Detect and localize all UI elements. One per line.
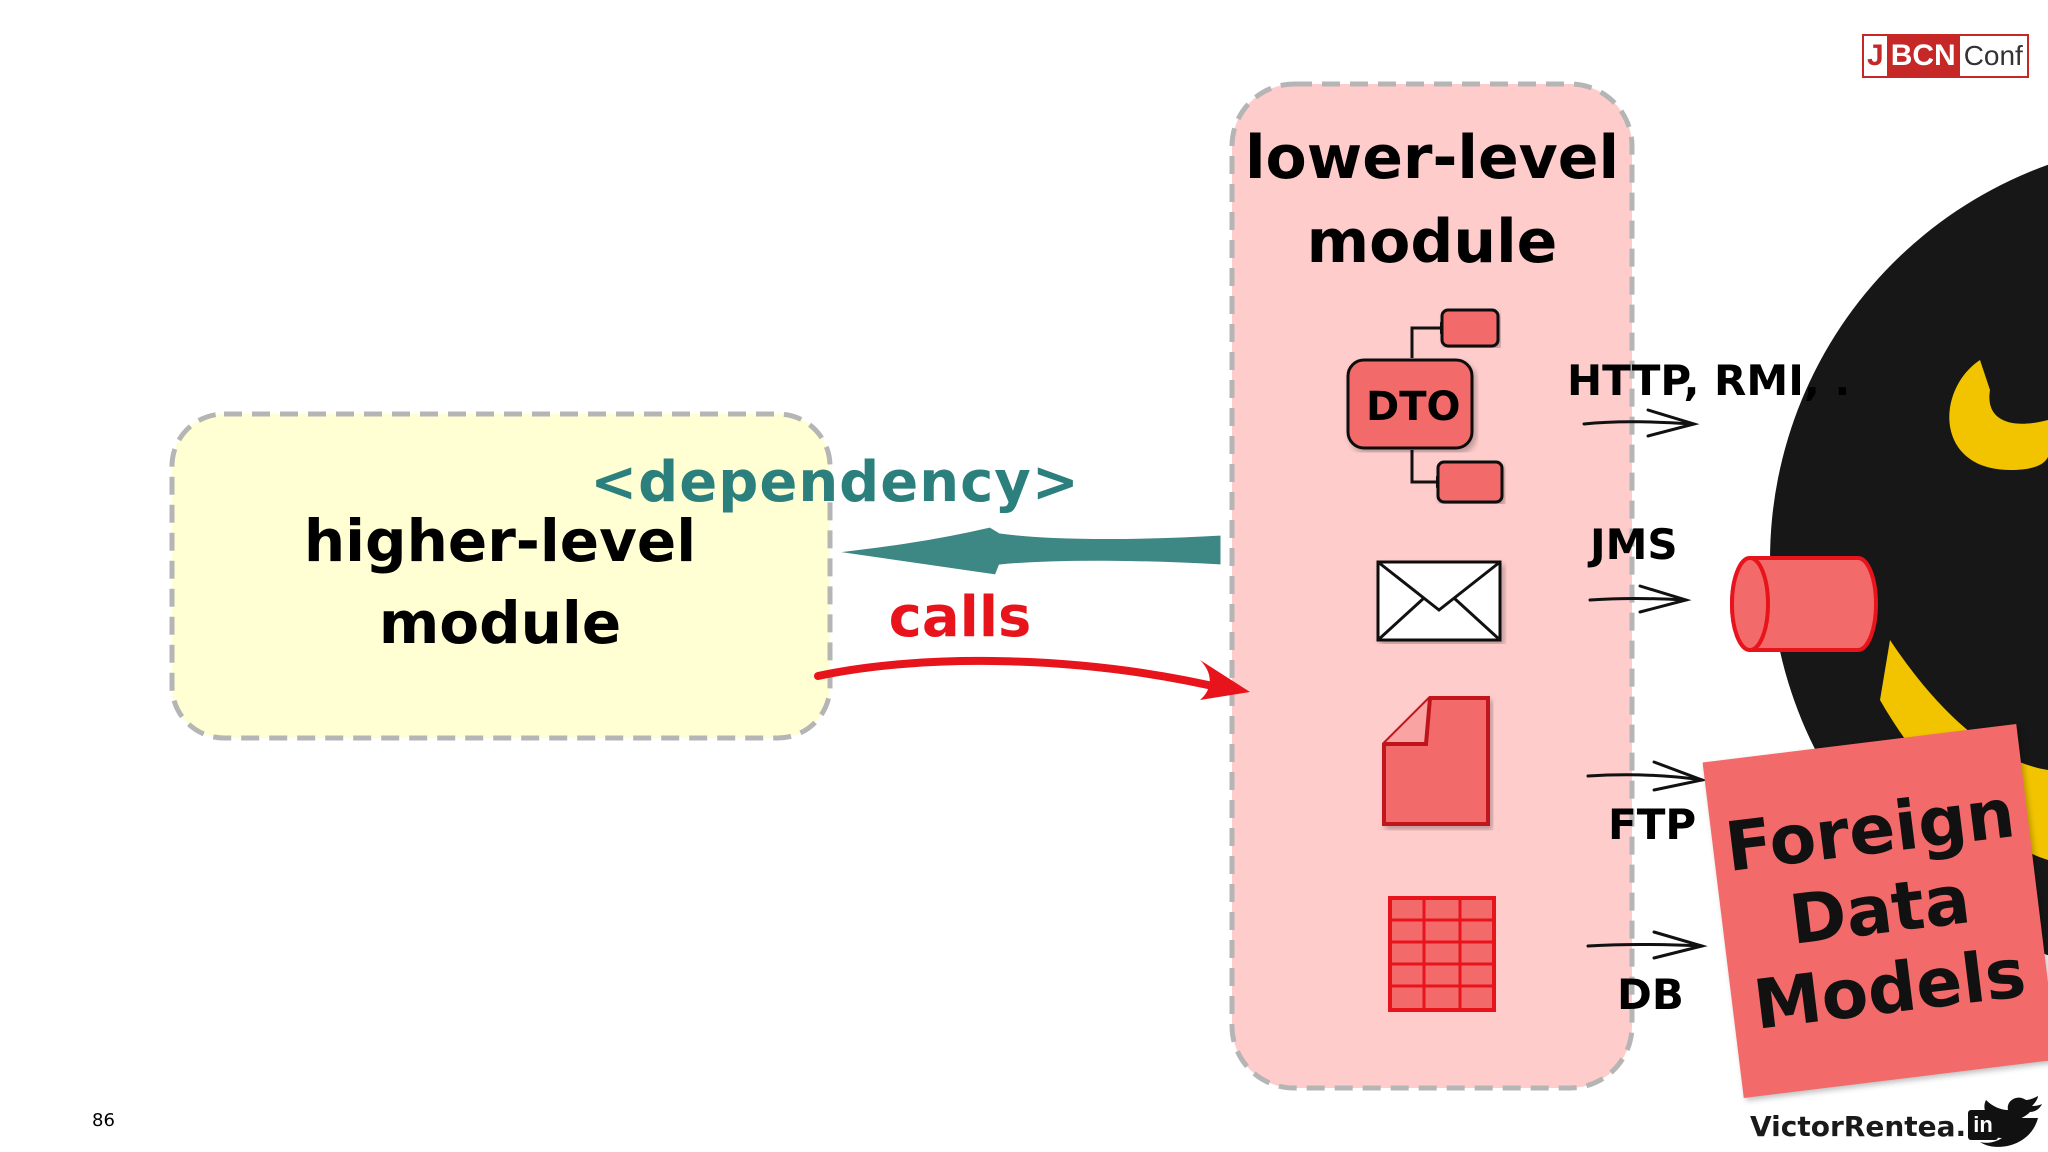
linkedin-icon[interactable]: in [1968, 1110, 1998, 1140]
document-icon [1382, 696, 1490, 826]
dto-label: DTO [1366, 384, 1461, 430]
dto-diagram-icon [1346, 308, 1504, 504]
logo-part-bcn: BCN [1886, 36, 1960, 76]
calls-label: calls [888, 585, 1032, 650]
protocol-arrows [1582, 408, 1708, 960]
logo-part-j: J [1867, 39, 1884, 72]
envelope-icon [1376, 560, 1502, 642]
table-grid-icon [1388, 896, 1496, 1012]
dependency-label: <dependency> [590, 450, 1080, 515]
foreign-data-models-note: Foreign Data Models [1702, 724, 2048, 1098]
higher-level-module-box [169, 411, 833, 741]
foreign-note-line3: Models [1749, 934, 2030, 1046]
ftp-label: FTP [1608, 800, 1697, 849]
calls-arrow [814, 656, 1234, 694]
lower-level-module-title: lower-level module [1244, 123, 1620, 277]
social-icons: in [1968, 1110, 1998, 1140]
http-rmi-label: HTTP, RMI, . [1567, 356, 1851, 405]
logo-part-conf: Conf [1963, 40, 2023, 71]
db-label: DB [1617, 970, 1684, 1019]
database-cylinder-icon [1730, 556, 1878, 652]
jms-label: JMS [1590, 520, 1678, 569]
jbcnconf-logo: J BCN Conf [1862, 34, 2029, 78]
page-number: 86 [92, 1110, 115, 1131]
dependency-arrow [829, 524, 1224, 578]
author-website: VictorRentea.ro [1750, 1110, 2000, 1143]
higher-level-module-title: higher-level module [303, 507, 697, 657]
